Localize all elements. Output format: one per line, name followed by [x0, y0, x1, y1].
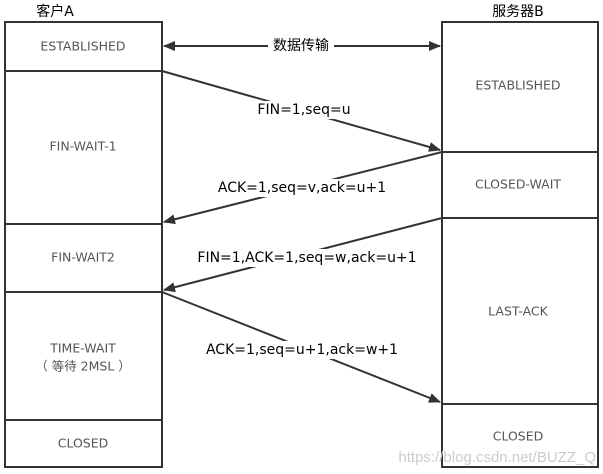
- client-state-fin-wait-1: FIN-WAIT-1: [49, 139, 116, 154]
- server-title: 服务器B: [492, 4, 544, 20]
- server-state-established: ESTABLISHED: [475, 78, 560, 93]
- client-state-established: ESTABLISHED: [40, 39, 125, 54]
- client-state-fin-wait-2: FIN-WAIT2: [51, 250, 115, 265]
- client-state-closed: CLOSED: [58, 436, 109, 451]
- client-state-time-wait: TIME-WAIT: [49, 341, 116, 356]
- ack2-label: ACK=1,seq=u+1,ack=w+1: [206, 342, 398, 358]
- server-state-last-ack: LAST-ACK: [488, 304, 549, 319]
- server-column: [441, 21, 599, 468]
- fin1-label: FIN=1,seq=u: [257, 102, 350, 118]
- fin2-label: FIN=1,ACK=1,seq=w,ack=u+1: [197, 250, 416, 266]
- client-title: 客户A: [36, 3, 74, 20]
- watermark: https://blog.csdn.net/BUZZ_Q: [398, 449, 596, 466]
- client-column: [4, 21, 163, 468]
- server-state-closed-wait: CLOSED-WAIT: [475, 177, 561, 192]
- client-state-2msl: （ 等待 2MSL ）: [35, 359, 131, 374]
- server-state-closed: CLOSED: [493, 429, 544, 444]
- ack1-label: ACK=1,seq=v,ack=u+1: [218, 180, 386, 196]
- data-transfer-label: 数据传输: [273, 38, 329, 54]
